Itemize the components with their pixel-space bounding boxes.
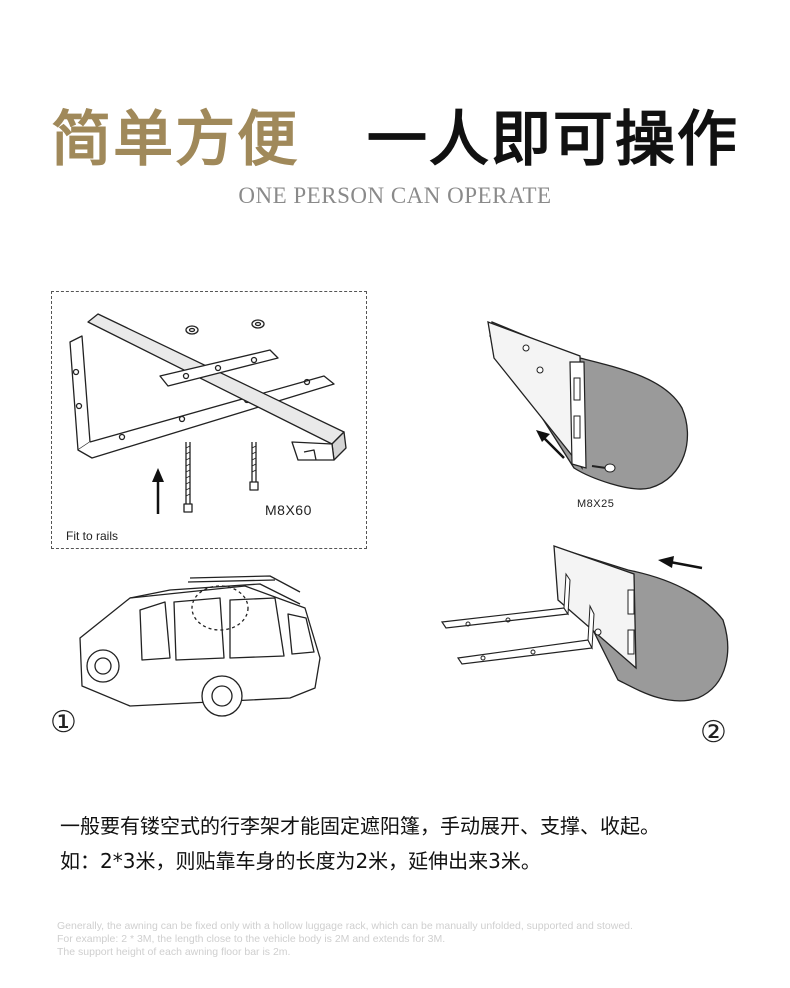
fit-to-rails-label: Fit to rails — [66, 529, 119, 543]
awning-slide-illustration — [487, 321, 689, 490]
bracket-diagram-panel: M8X60 Fit to rails — [51, 291, 367, 549]
title-highlight: 简单方便 — [51, 105, 300, 175]
arrow-up-left-icon — [536, 430, 565, 459]
arrow-up-icon — [152, 468, 164, 514]
english-note-line-3: The support height of each awning floor … — [57, 946, 291, 958]
description-line-1: 一般要有镂空式的行李架才能固定遮阳篷，手动展开、支撑、收起。 — [60, 814, 660, 838]
title-main: 一人即可操作 — [366, 105, 739, 175]
step-1-marker: ① — [50, 705, 77, 740]
bracket-attach-illustration — [440, 545, 729, 702]
arrow-left-icon — [658, 556, 703, 570]
page-title: 简单方便 一人即可操作 — [0, 100, 790, 180]
car-illustration — [79, 575, 321, 717]
page-subtitle: ONE PERSON CAN OPERATE — [238, 183, 552, 208]
english-note: Generally, the awning can be fixed only … — [57, 920, 757, 959]
bolt-m8x25-label: M8X25 — [577, 498, 615, 510]
awning-slide-panel: M8X25 — [470, 318, 710, 518]
car-panel — [70, 568, 340, 738]
bracket-illustration — [69, 313, 347, 514]
english-note-line-2: For example: 2 * 3M, the length close to… — [57, 933, 446, 945]
step-2-marker: ② — [700, 715, 727, 750]
english-note-line-1: Generally, the awning can be fixed only … — [57, 920, 633, 932]
bracket-attach-panel — [438, 540, 738, 710]
description-line-2: 如：2*3米，则贴靠车身的长度为2米，延伸出来3米。 — [60, 849, 541, 873]
bolt-m8x60-label: M8X60 — [265, 502, 312, 518]
